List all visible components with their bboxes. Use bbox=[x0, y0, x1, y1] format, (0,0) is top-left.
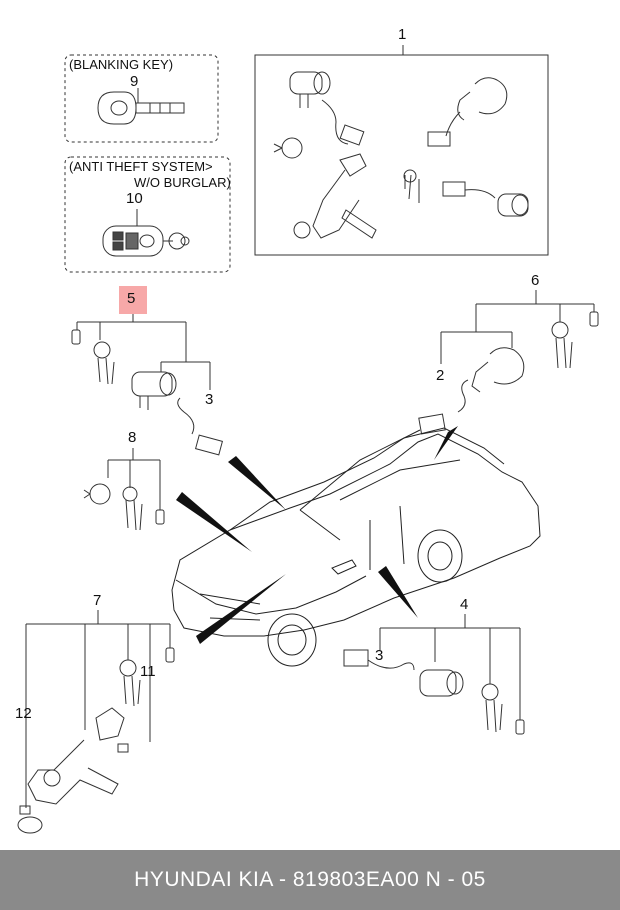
blanking-key bbox=[97, 88, 185, 125]
blanking-key-box bbox=[64, 54, 219, 143]
callout-9: 9 bbox=[130, 73, 139, 90]
blanking-key-title: (BLANKING KEY) bbox=[69, 57, 174, 72]
footer-bar: HYUNDAI KIA - 819803EA00 N - 05 bbox=[0, 850, 620, 910]
highlight-5 bbox=[119, 286, 147, 314]
vehicle-body bbox=[171, 427, 541, 667]
anti-theft-box bbox=[64, 156, 231, 273]
callout-5: 5 bbox=[127, 290, 136, 307]
callout-1: 1 bbox=[398, 26, 407, 43]
callout-8: 8 bbox=[128, 429, 137, 446]
anti-theft-title-line2: W/O BURGLAR) bbox=[134, 175, 231, 190]
footer-part-number: HYUNDAI KIA - 819803EA00 N - 05 bbox=[134, 868, 486, 891]
callout-12: 12 bbox=[15, 705, 32, 722]
lock-set-box bbox=[254, 54, 549, 256]
callout-5-tree bbox=[71, 314, 224, 456]
diagram-drawing bbox=[17, 45, 599, 834]
anti-theft-title-line1: (ANTI THEFT SYSTEM> bbox=[69, 159, 213, 174]
set1-components bbox=[273, 71, 529, 239]
parts-diagram: (BLANKING KEY) 9 (ANTI THEFT SYSTEM> W/O… bbox=[15, 26, 599, 834]
callout-4-tree bbox=[343, 614, 525, 735]
callout-3-top: 3 bbox=[205, 391, 214, 408]
callout-7: 7 bbox=[93, 592, 102, 609]
callout-2: 2 bbox=[436, 367, 445, 384]
callout-3-bottom: 3 bbox=[375, 647, 384, 664]
remote-fob bbox=[102, 209, 190, 257]
leader-arrows bbox=[176, 426, 458, 644]
callout-10: 10 bbox=[126, 190, 143, 207]
callout-6: 6 bbox=[531, 272, 540, 289]
callout-8-tree bbox=[83, 448, 165, 531]
callout-7-tree bbox=[17, 610, 175, 834]
callout-6-tree bbox=[418, 290, 599, 435]
callout-11: 11 bbox=[140, 663, 156, 680]
callout-4: 4 bbox=[460, 596, 469, 613]
